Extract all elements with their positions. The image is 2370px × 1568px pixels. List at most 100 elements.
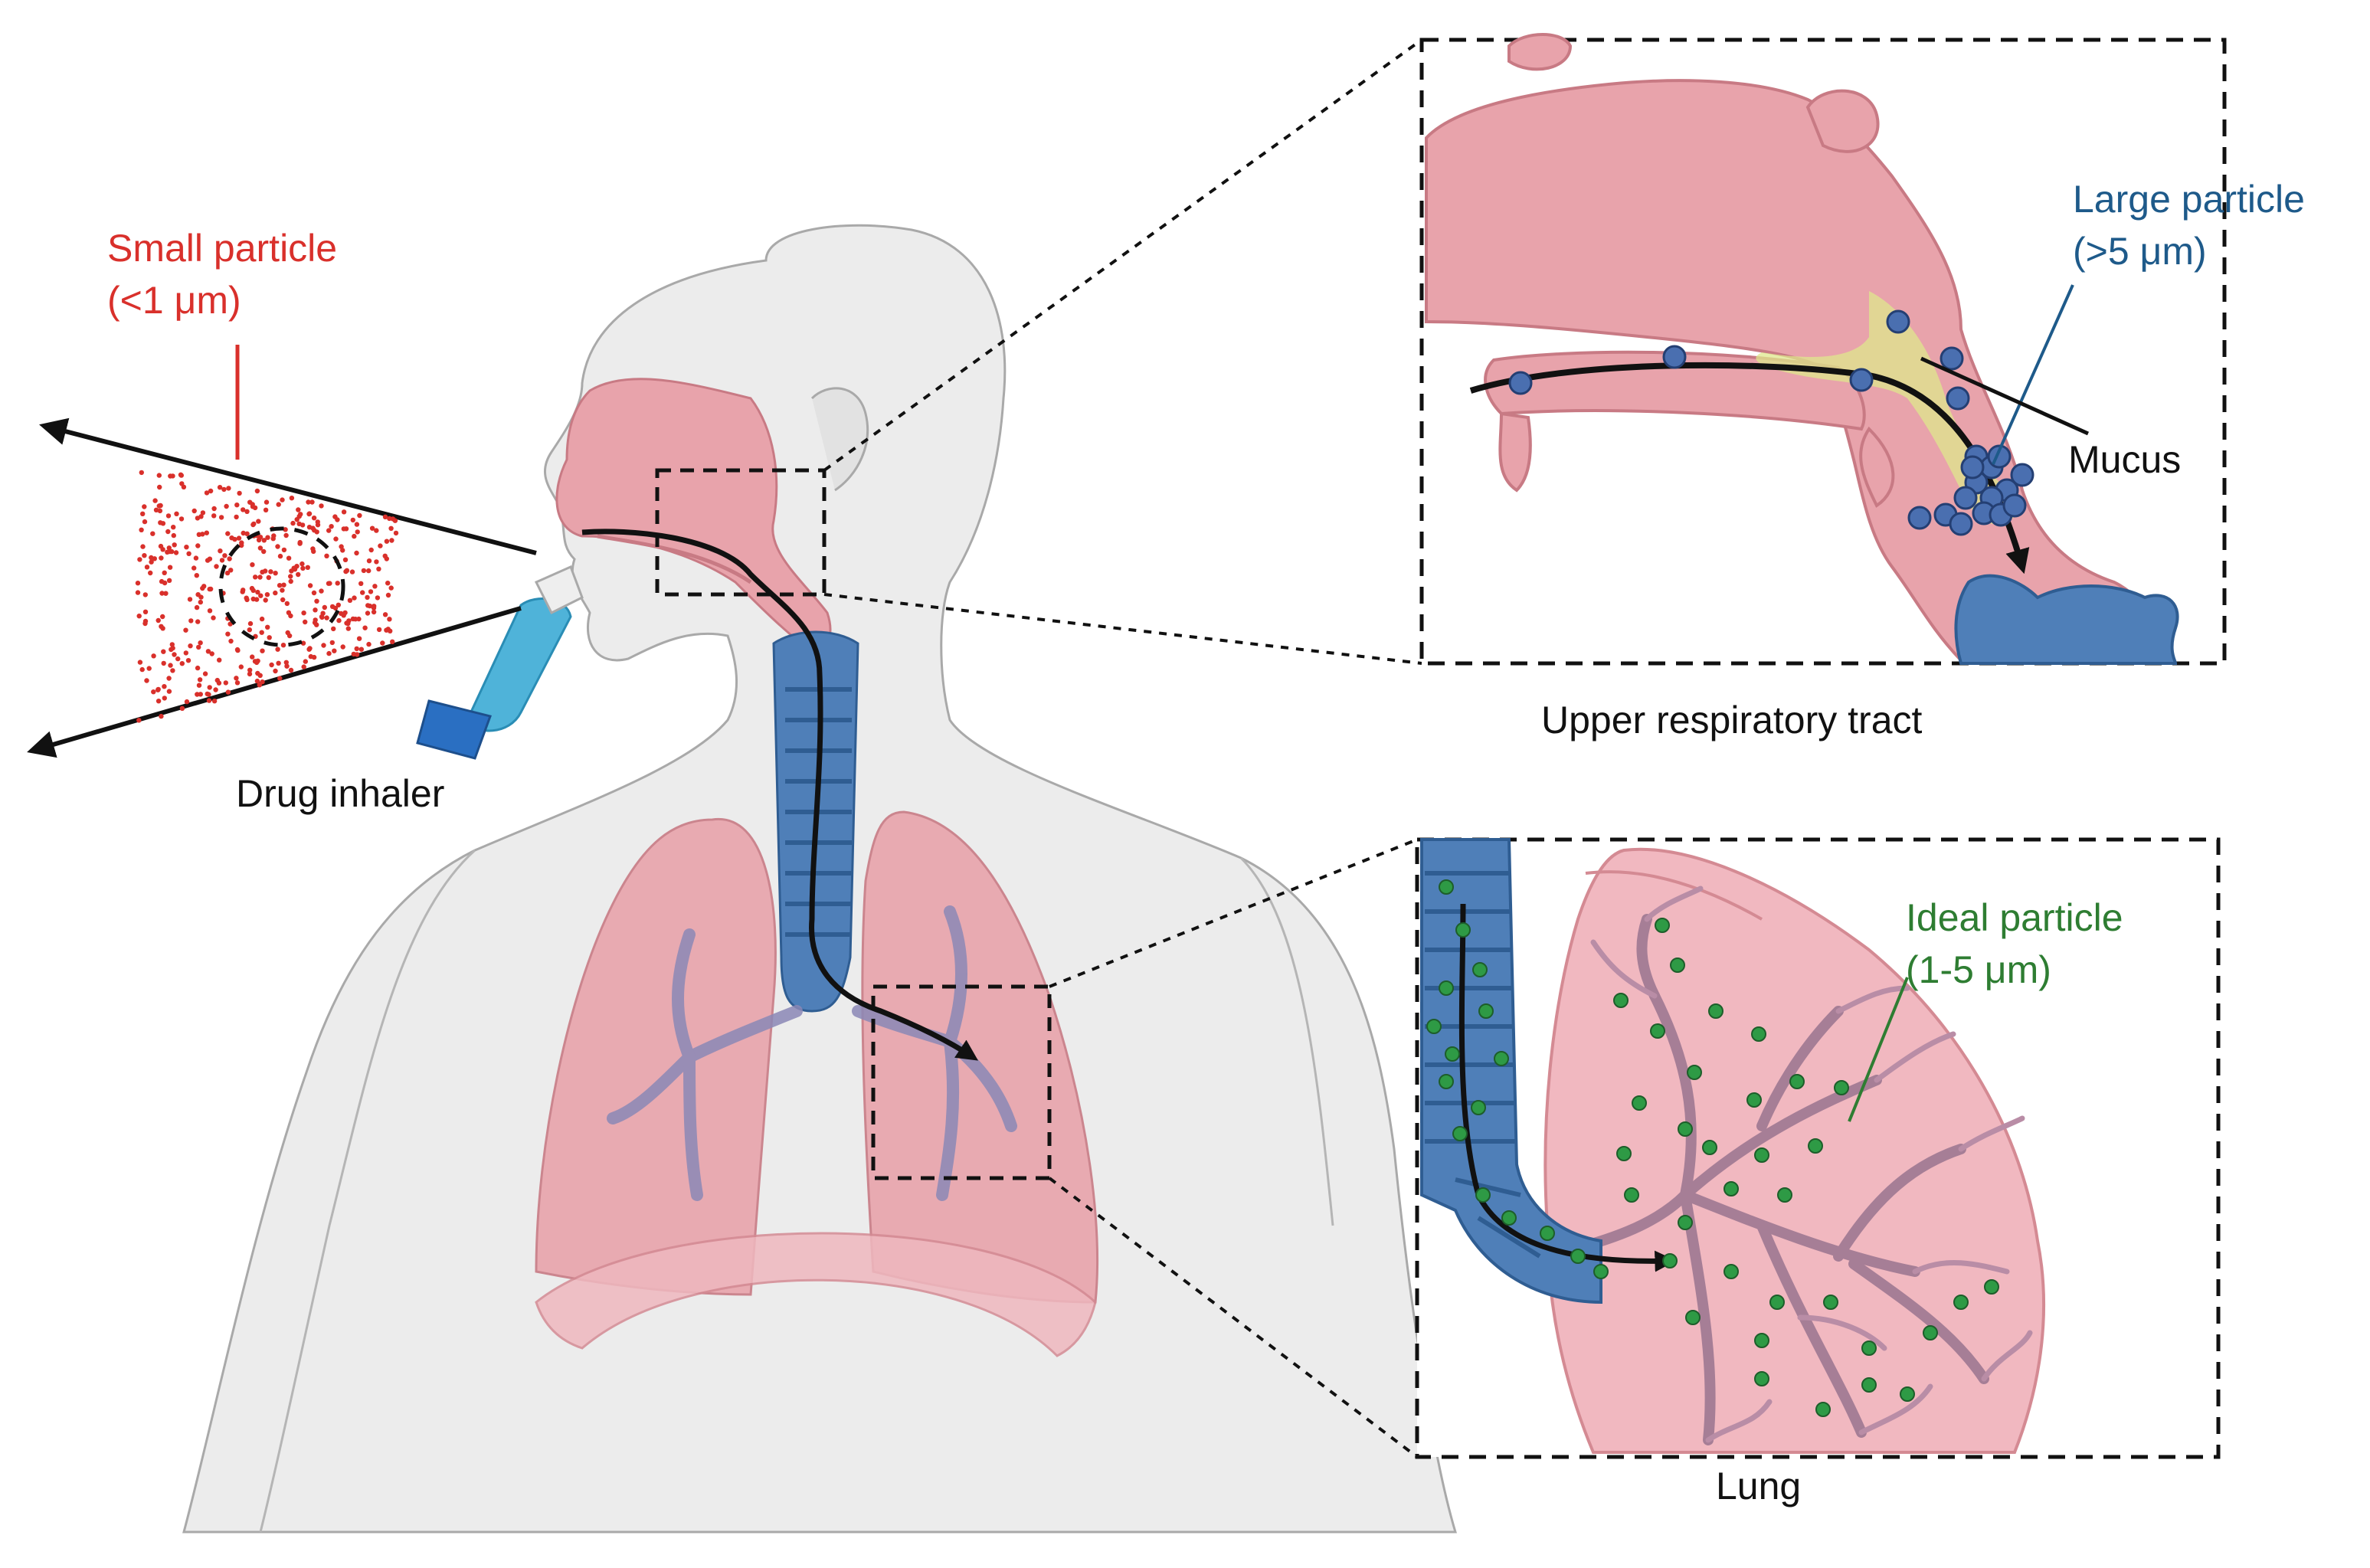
small-particle: [306, 499, 311, 505]
small-particle: [224, 503, 229, 509]
small-particle: [296, 507, 301, 512]
small-particle: [365, 611, 371, 616]
small-particle: [135, 590, 141, 595]
small-particle: [247, 627, 252, 633]
small-particle: [273, 571, 278, 576]
small-particle: [306, 647, 312, 652]
small-particle: [234, 502, 240, 508]
small-particle: [247, 499, 253, 505]
small-particle: [294, 564, 300, 569]
small-particle: [166, 545, 172, 551]
small-particle: [261, 548, 267, 555]
small-particle: [341, 509, 347, 515]
mucus-leader: [1920, 356, 2090, 436]
small-particle: [136, 614, 142, 619]
ideal-particle: [1687, 1065, 1702, 1080]
small-particle: [139, 527, 144, 532]
small-particle: [159, 555, 164, 561]
small-particle: [207, 685, 212, 690]
ideal-particle-size-label: (1-5 μm): [1906, 948, 2051, 991]
small-particle: [329, 640, 335, 646]
small-particle: [263, 597, 268, 603]
small-particle: [237, 490, 242, 496]
small-particle: [312, 620, 318, 625]
small-particle: [336, 602, 341, 607]
small-particle: [247, 667, 253, 673]
small-particle: [354, 550, 359, 556]
small-particle: [361, 568, 367, 574]
small-particle: [142, 620, 148, 627]
small-particle-size-label: (<1 μm): [107, 279, 241, 322]
small-particle: [358, 647, 364, 652]
ideal-particle: [1754, 1147, 1769, 1163]
small-particle: [275, 647, 280, 652]
small-particle: [200, 510, 206, 516]
small-particle: [384, 627, 389, 633]
small-particle: [277, 553, 283, 559]
small-particle: [195, 665, 201, 671]
small-particle: [372, 584, 378, 589]
small-particle: [217, 485, 223, 490]
ideal-particle: [1678, 1121, 1693, 1137]
small-particle: [139, 666, 145, 673]
small-particle: [300, 561, 305, 567]
small-particle: [249, 585, 255, 591]
small-particle: [371, 609, 377, 615]
particle-cloud-highlight: [218, 526, 345, 647]
ideal-particle: [1984, 1279, 1999, 1295]
small-particle: [195, 692, 200, 697]
small-particle: [217, 657, 222, 663]
small-particle: [281, 547, 287, 553]
small-particle: [152, 498, 158, 503]
small-particle: [165, 549, 170, 555]
small-particle: [234, 676, 239, 681]
ideal-particle: [1723, 1264, 1739, 1279]
small-particle: [167, 565, 173, 570]
small-particle: [172, 542, 177, 548]
small-particle: [259, 630, 264, 635]
small-particle: [219, 558, 225, 563]
small-particle: [356, 636, 362, 641]
small-particle: [362, 625, 368, 630]
small-particle: [186, 551, 191, 556]
small-particle: [205, 649, 211, 654]
small-particle: [342, 557, 349, 562]
small-particle: [156, 473, 162, 478]
small-particle: [159, 591, 165, 596]
small-particle: [169, 642, 175, 647]
small-particle: [155, 687, 161, 692]
small-particle: [366, 568, 372, 574]
small-particle: [175, 656, 181, 662]
small-particle: [142, 592, 148, 597]
ideal-particle: [1754, 1371, 1769, 1386]
large-particle: [1946, 386, 1970, 411]
ideal-particle-label: Ideal particle: [1906, 896, 2123, 939]
small-particle: [385, 592, 391, 598]
small-particle: [139, 470, 144, 476]
small-particle: [160, 614, 165, 620]
small-particle: [311, 590, 317, 596]
small-particle: [211, 513, 217, 519]
small-particle: [276, 660, 281, 666]
small-particle: [296, 571, 301, 578]
inhaler: [416, 565, 584, 760]
small-particle: [347, 597, 353, 603]
small-particle: [135, 581, 141, 586]
small-particle: [314, 598, 319, 604]
small-particle: [206, 698, 212, 703]
small-particle: [336, 617, 342, 624]
large-particle: [2010, 463, 2034, 487]
lung-label: Lung: [1716, 1465, 1802, 1507]
small-particle: [156, 503, 162, 509]
small-particle: [283, 532, 289, 538]
small-particle: [335, 581, 340, 586]
small-particle: [355, 529, 360, 535]
small-particle: [289, 496, 295, 501]
small-particle: [204, 490, 210, 496]
small-particle: [378, 543, 383, 548]
small-particle: [178, 473, 184, 478]
small-particle: [140, 544, 146, 549]
ideal-particle: [1708, 1003, 1723, 1019]
small-particle: [283, 660, 289, 665]
small-particle: [206, 692, 211, 697]
